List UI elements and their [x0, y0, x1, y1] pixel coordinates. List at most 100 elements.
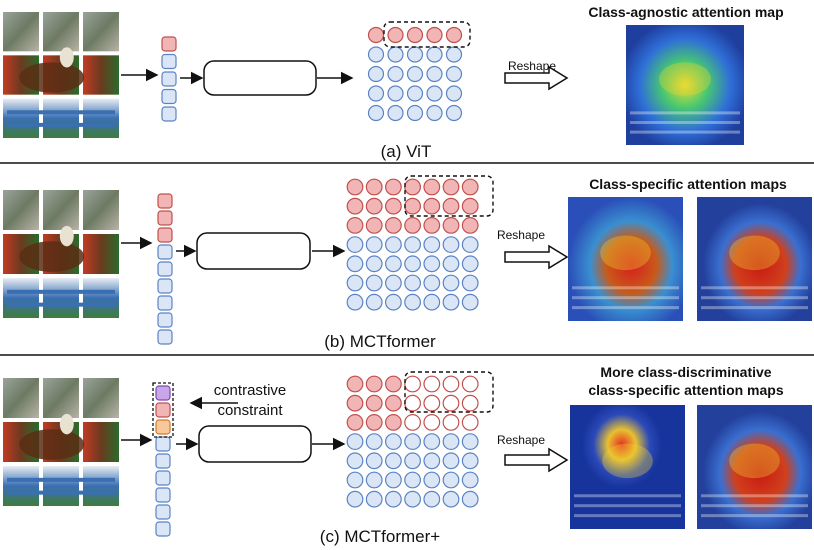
fence-rail [7, 122, 115, 127]
grid-cell-patch [461, 471, 479, 489]
class-to-patch-attention-box [383, 21, 471, 48]
grid-cell-patch [423, 471, 441, 489]
grid-cell-patch [385, 274, 402, 292]
grid-cell-class [461, 216, 479, 234]
class-token-group-box [152, 382, 174, 438]
grid-cell-patch [461, 490, 479, 508]
fence-line [701, 514, 808, 518]
grid-cell-class [346, 216, 364, 234]
horse-overlay [659, 62, 711, 96]
grid-cell-patch [346, 255, 364, 273]
grid-cell-patch [385, 433, 402, 451]
fence-line [630, 111, 740, 115]
image-patch [3, 378, 39, 418]
grid-cell-class [346, 414, 364, 431]
self-attention-box [203, 60, 317, 96]
grid-cell-patch [426, 65, 443, 83]
caption-b: (b) MCTformer [324, 332, 436, 351]
grid-cell-patch [423, 293, 441, 311]
patch-token [155, 470, 171, 486]
grid-cell-class [423, 216, 441, 234]
grid-cell-class-hollow [461, 375, 479, 393]
constraint-label-line2: constraint [217, 402, 283, 419]
grid-cell-class-hollow [442, 394, 460, 412]
patch-token [155, 521, 171, 537]
grid-cell-patch [346, 236, 364, 254]
grid-cell-patch [442, 255, 460, 273]
grid-cell-patch [426, 85, 443, 102]
rider-shape [59, 47, 74, 68]
reshape-arrow [504, 447, 569, 473]
grid-cell-patch [385, 255, 402, 273]
grid-cell-class [404, 197, 422, 215]
attention-map-2-0 [570, 405, 685, 529]
grid-cell-patch [406, 104, 424, 122]
map-title-c-line2: class-specific attention maps [588, 382, 784, 398]
image-patch [3, 190, 39, 230]
attention-map-bg [626, 25, 744, 145]
grid-cell-class-hollow [423, 394, 441, 412]
horse-overlay [602, 443, 653, 479]
patch-token [161, 71, 177, 87]
grid-cell-patch [442, 490, 460, 508]
fence-line [701, 296, 808, 300]
class-to-patch-attention-box [404, 175, 494, 217]
grid-cell-patch [404, 236, 422, 254]
patch-token [157, 261, 173, 277]
grid-cell-patch [406, 65, 424, 83]
grid-cell-patch [365, 293, 383, 311]
class-token [157, 227, 173, 243]
grid-cell-patch [445, 104, 463, 122]
grid-cell-class [426, 26, 443, 44]
patch-token [155, 453, 171, 469]
grid-cell-patch [442, 236, 460, 254]
reshape-arrow-1 [504, 244, 569, 270]
grid-cell-class [385, 197, 402, 215]
grid-cell-class-hollow [461, 394, 479, 412]
grid-cell-patch [461, 255, 479, 273]
grid-cell-class [365, 394, 383, 412]
map-title-a: Class-agnostic attention map [588, 4, 783, 20]
grid-cell-patch [442, 293, 460, 311]
image-patch [43, 98, 79, 138]
image-patch [83, 234, 119, 274]
grid-cell-patch [346, 490, 364, 508]
attention-map-bg [697, 197, 812, 321]
image-patch [83, 422, 119, 462]
grid-cell-patch [387, 85, 404, 102]
grid-cell-patch [365, 471, 383, 489]
grid-cell-patch [346, 274, 364, 292]
grid-cell-patch [445, 85, 463, 102]
fence-line [701, 306, 808, 310]
grid-cell-class [385, 414, 402, 431]
grid-cell-patch [365, 236, 383, 254]
grid-cell-patch [423, 236, 441, 254]
grid-cell-patch [445, 65, 463, 83]
grid-cell-patch [423, 433, 441, 451]
patch-token [157, 312, 173, 328]
grid-cell-patch [423, 255, 441, 273]
grid-cell-class [461, 197, 479, 215]
grid-cell-class [406, 26, 424, 44]
map-title-b: Class-specific attention maps [589, 176, 787, 192]
fence-line [701, 504, 808, 508]
grid-cell-patch [365, 490, 383, 508]
patch-token [161, 53, 177, 70]
grid-cell-class [442, 197, 460, 215]
grid-cell-patch [385, 452, 402, 470]
attention-map-bg [697, 405, 812, 529]
fence-rail [7, 289, 115, 294]
rider-shape [59, 225, 74, 247]
grid-cell-patch [442, 471, 460, 489]
patch-token [155, 487, 171, 503]
patch-token [155, 504, 171, 520]
grid-cell-patch [404, 452, 422, 470]
grid-cell-patch [404, 490, 422, 508]
grid-cell-patch [406, 85, 424, 102]
grid-cell-class-hollow [442, 375, 460, 393]
grid-cell-class [346, 394, 364, 412]
fence-line [572, 296, 679, 300]
grid-cell-class-hollow [423, 414, 441, 431]
grid-cell-patch [387, 65, 404, 83]
